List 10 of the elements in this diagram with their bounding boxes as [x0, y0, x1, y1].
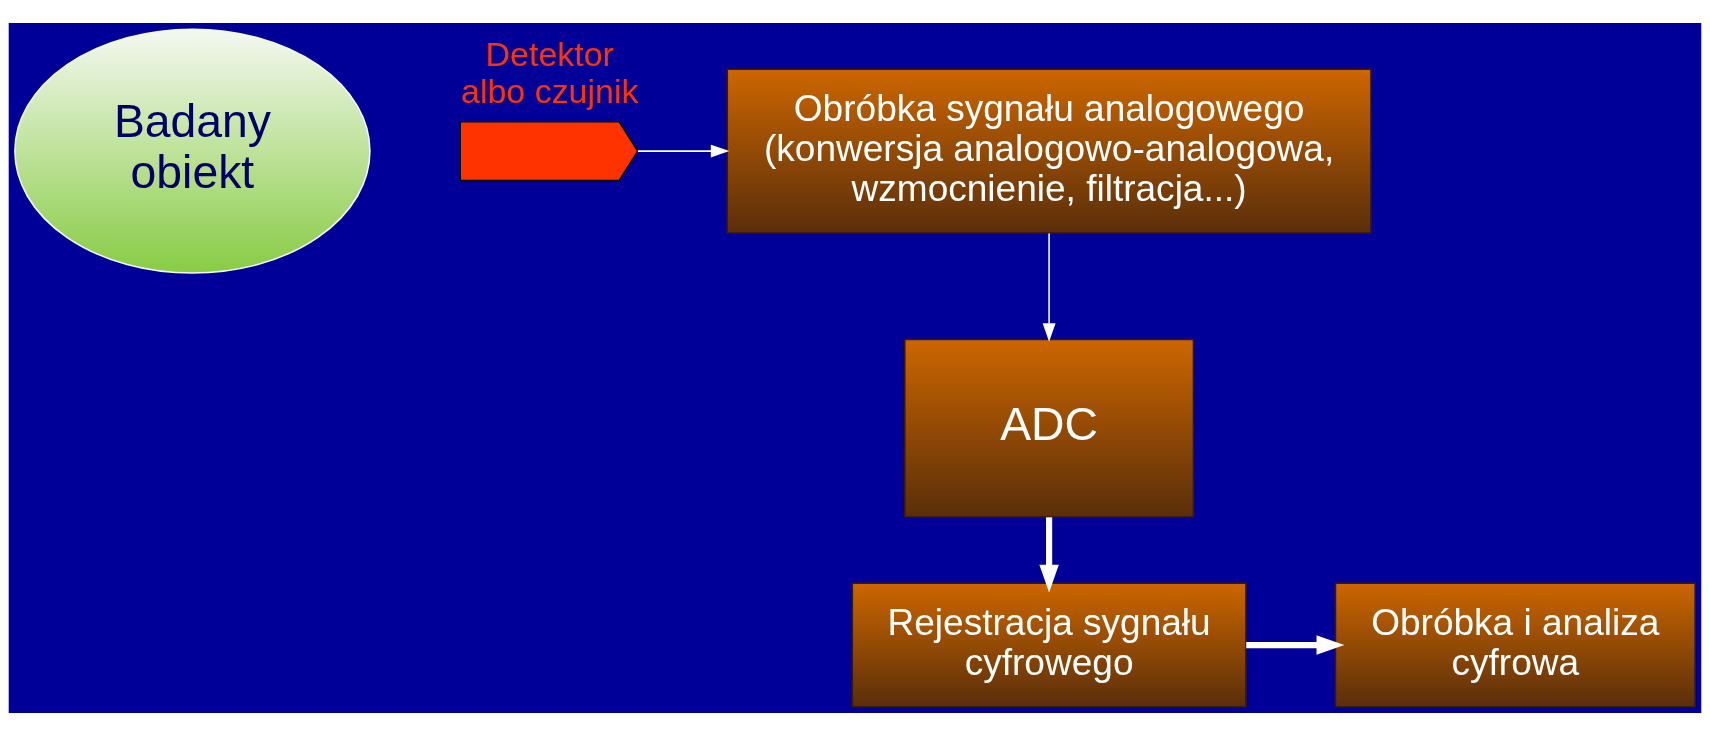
node-label: Detektor albo czujnik: [461, 34, 639, 110]
arrow: [1042, 232, 1056, 342]
arrow: [1039, 516, 1059, 593]
node-box: ADC: [904, 338, 1195, 518]
arrow: [637, 144, 730, 158]
node-ellipse: Badany obiekt: [14, 27, 371, 274]
node-box: Obróbka sygnału analogowego (konwersja analogowo-analogowa, wzmocnienie, filtracja...): [726, 68, 1372, 234]
node-box: Rejestracja sygnału cyfrowego: [851, 582, 1247, 708]
arrow: [1246, 634, 1345, 655]
node-box: Obróbka i analiza cyfrowa: [1334, 582, 1696, 708]
